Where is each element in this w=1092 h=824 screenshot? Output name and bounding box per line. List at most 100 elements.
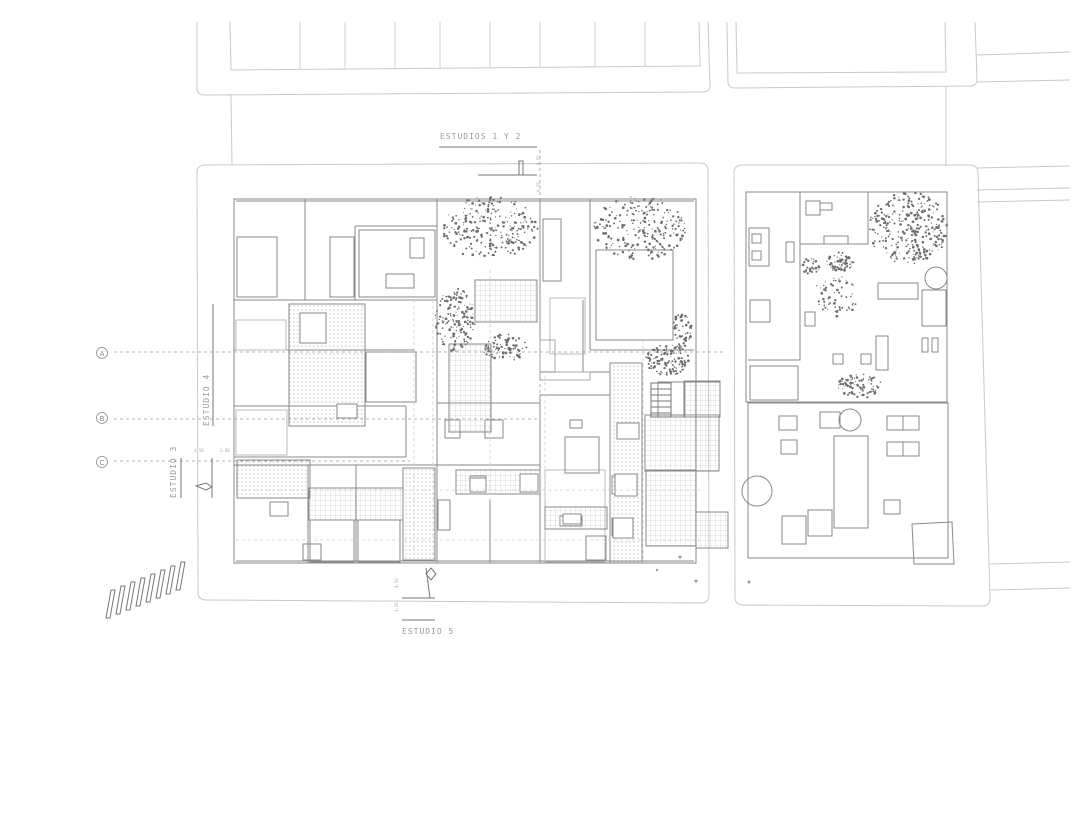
vegetation-dot bbox=[842, 392, 846, 395]
vegetation-dot bbox=[504, 347, 506, 350]
vegetation-dot bbox=[859, 391, 861, 394]
vegetation-dot bbox=[905, 251, 909, 255]
vegetation-dot bbox=[680, 319, 683, 322]
vegetation-dot bbox=[851, 308, 854, 312]
vegetation-dot bbox=[651, 206, 654, 209]
vegetation-dot bbox=[458, 233, 461, 236]
vegetation-dot bbox=[861, 394, 864, 397]
vegetation-dot bbox=[454, 339, 457, 342]
vegetation-dot bbox=[910, 203, 914, 206]
vegetation-dot bbox=[907, 237, 909, 240]
vegetation-dot bbox=[663, 237, 666, 240]
vegetation-dot bbox=[671, 224, 674, 228]
vegetation-dot bbox=[630, 219, 633, 222]
vegetation-dot bbox=[826, 264, 828, 266]
vegetation-dot bbox=[627, 233, 629, 236]
vegetation-dot bbox=[677, 356, 681, 360]
vegetation-dot bbox=[916, 245, 919, 248]
vegetation-dot bbox=[844, 258, 848, 262]
vegetation-dot bbox=[907, 228, 910, 230]
vegetation-dot bbox=[491, 341, 493, 343]
vegetation-dot bbox=[449, 299, 452, 302]
vegetation-dot bbox=[681, 365, 684, 368]
vegetation-dot bbox=[637, 200, 640, 203]
vegetation-dot bbox=[833, 277, 835, 279]
vegetation-dot bbox=[829, 301, 832, 304]
vegetation-dot bbox=[681, 363, 685, 366]
vegetation-dot bbox=[850, 295, 852, 298]
vegetation-dot bbox=[855, 376, 859, 379]
dimension-top-1: 0.55 bbox=[536, 155, 541, 165]
vegetation-dot bbox=[443, 232, 446, 236]
vegetation-dot bbox=[844, 382, 847, 385]
vegetation-dot bbox=[677, 233, 679, 236]
vegetation-dot bbox=[855, 374, 857, 376]
vegetation-dot bbox=[874, 231, 877, 234]
vegetation-dot bbox=[647, 356, 650, 360]
vegetation-dot bbox=[907, 243, 909, 246]
vegetation-dot bbox=[651, 257, 654, 260]
vegetation-dot bbox=[463, 338, 466, 341]
vegetation-dot bbox=[674, 347, 676, 350]
vegetation-dot bbox=[455, 298, 457, 301]
vegetation-dot bbox=[879, 207, 883, 211]
vegetation-dot bbox=[649, 253, 652, 255]
vegetation-dot bbox=[475, 204, 477, 206]
vegetation-dot bbox=[905, 239, 908, 242]
vegetation-dot bbox=[683, 359, 686, 362]
vegetation-dot bbox=[886, 252, 888, 254]
vegetation-dot bbox=[503, 221, 506, 224]
vegetation-dot bbox=[470, 247, 473, 250]
vegetation-dot bbox=[624, 241, 626, 244]
vegetation-dot bbox=[869, 390, 872, 393]
vegetation-dot bbox=[634, 233, 637, 237]
vegetation-dot bbox=[941, 239, 944, 242]
vegetation-dot bbox=[919, 255, 922, 259]
vegetation-dot bbox=[462, 289, 465, 293]
vegetation-dot bbox=[480, 215, 482, 217]
vegetation-dot bbox=[666, 353, 669, 356]
vegetation-dot bbox=[465, 247, 468, 250]
vegetation-dot bbox=[885, 215, 887, 217]
vegetation-dot bbox=[658, 359, 661, 363]
vegetation-dot bbox=[935, 235, 939, 239]
vegetation-dot bbox=[872, 228, 876, 231]
vegetation-dot bbox=[475, 209, 478, 213]
vegetation-dot bbox=[887, 215, 891, 219]
vegetation-dot bbox=[622, 238, 625, 241]
vegetation-dot bbox=[833, 254, 836, 257]
vegetation-dot bbox=[448, 231, 451, 233]
vegetation-dot bbox=[812, 267, 814, 269]
vegetation-dot bbox=[491, 208, 494, 210]
vegetation-dot bbox=[486, 347, 488, 349]
vegetation-dot bbox=[832, 267, 835, 270]
vegetation-dot bbox=[458, 307, 460, 309]
vegetation-dot bbox=[681, 335, 684, 337]
vegetation-dot bbox=[517, 239, 519, 241]
vegetation-dot bbox=[850, 383, 852, 385]
vegetation-dot bbox=[679, 317, 681, 319]
vegetation-dot bbox=[936, 225, 939, 228]
vegetation-dot bbox=[608, 225, 611, 228]
vegetation-dot bbox=[633, 206, 635, 209]
vegetation-dot bbox=[507, 333, 510, 336]
vegetation-dot bbox=[621, 223, 625, 227]
vegetation-dot bbox=[851, 387, 854, 390]
vegetation-dot bbox=[883, 226, 885, 229]
vegetation-dot bbox=[659, 344, 661, 347]
vegetation-dot bbox=[614, 200, 618, 203]
vegetation-dot bbox=[872, 376, 876, 379]
vegetation-dot bbox=[485, 209, 487, 211]
vegetation-dot bbox=[488, 227, 491, 230]
vegetation-dot bbox=[902, 192, 906, 195]
vegetation-dot bbox=[648, 223, 651, 226]
vegetation-dot bbox=[458, 306, 460, 308]
vegetation-dot bbox=[471, 215, 474, 218]
vegetation-dot bbox=[845, 279, 847, 281]
vegetation-dot bbox=[637, 231, 640, 233]
vegetation-dot bbox=[478, 252, 481, 255]
vegetation-dot bbox=[940, 243, 943, 245]
vegetation-dot bbox=[914, 241, 917, 244]
vegetation-dot bbox=[461, 316, 464, 319]
vegetation-dot bbox=[660, 222, 663, 224]
